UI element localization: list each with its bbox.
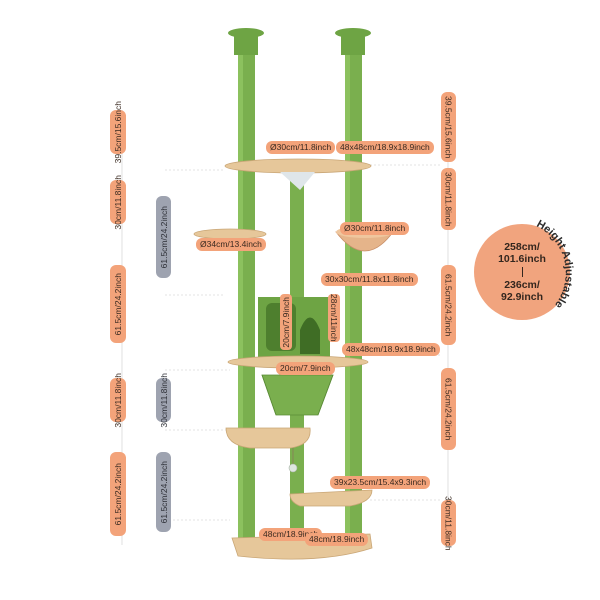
gray-61-b-text: 61.5cm/24.2inch [158,460,169,524]
svg-text:Height Adjustable: Height Adjustable [535,218,575,310]
toy-ball [288,448,298,473]
post-right [345,40,362,550]
condo-size-label: 30x30cm/11.8x11.8inch [321,273,418,286]
post-left [238,40,255,550]
left-top-gap-label: 39.5cm/15.6inch [110,101,126,163]
left-top-gap-text: 39.5cm/15.6inch [113,100,123,164]
step-label: 39x23.5cm/15.4x9.3inch [330,476,431,489]
right-61-b-label: 61.5cm/24.2inch [441,368,456,450]
height-separator [521,267,523,277]
height-min: 236cm/ [504,279,540,291]
left-30-b-text: 30cm/11.8inch [113,372,123,428]
right-30-b-text: 30cm/11.8inch [443,495,454,551]
height-adjustable-arc: Height Adjustable [535,218,575,310]
height-max-inch: 101.6inch [498,253,546,265]
top-platform [224,158,372,190]
arc-text: Height Adjustable [535,218,575,310]
cap-left [228,28,264,55]
right-top-gap-label: 39.5cm/15.6inch [441,92,456,162]
cap-right [335,28,371,55]
small-perch-label: Ø34cm/13.4inch [196,238,266,251]
left-30-a-label: 30cm/11.8inch [110,175,126,229]
left-30-a-text: 30cm/11.8inch [113,174,123,230]
mid-platform-label: 48x48cm/18.9x18.9inch [342,343,440,356]
condo-door-label: 28cm/11inch [328,294,340,342]
gray-30-b-label: 30cm/11.8inch [156,373,171,427]
top-platform-label: Ø30cm/11.8inch [266,141,336,154]
condo [258,297,330,357]
top-platform-size-label: 48x48cm/18.9x18.9inch [336,141,434,154]
right-top-gap-text: 39.5cm/15.6inch [443,95,454,159]
step-platform [289,489,373,507]
left-61-a-text: 61.5cm/24.2inch [113,272,123,336]
right-61-a-label: 61.5cm/24.2inch [441,265,456,345]
right-61-b-text: 61.5cm/24.2inch [443,377,454,441]
condo-height-label: 20cm/7.9inch [280,294,292,350]
left-61-a-label: 61.5cm/24.2inch [110,265,126,343]
left-30-b-label: 30cm/11.8inch [110,373,126,427]
gray-61-a-label: 61.5cm/24.2inch [156,196,171,278]
base-b-label: 48cm/18.9inch [305,533,369,546]
guide-lines [165,164,440,521]
height-min-inch: 92.9inch [500,291,544,303]
lower-platform [225,427,311,449]
basket-label: Ø30cm/11.8inch [340,222,410,235]
left-61-b-label: 61.5cm/24.2inch [110,452,126,536]
height-badge: 258cm/ 101.6inch 236cm/ 92.9inch [474,224,570,320]
left-61-b-text: 61.5cm/24.2inch [113,462,123,526]
gray-61-b-label: 61.5cm/24.2inch [156,452,171,532]
right-61-a-text: 61.5cm/24.2inch [443,273,454,337]
condo-height-text: 20cm/7.9inch [281,296,291,348]
hammock [261,374,334,416]
height-max: 258cm/ [504,241,540,253]
condo-door-text: 28cm/11inch [329,294,339,342]
hammock-label: 20cm/7.9inch [276,362,335,375]
right-30-a-text: 30cm/11.8inch [443,171,454,227]
gray-61-a-text: 61.5cm/24.2inch [158,205,169,269]
gray-30-b-text: 30cm/11.8inch [158,372,169,428]
right-30-b-label: 30cm/11.8inch [441,496,456,550]
right-30-a-label: 30cm/11.8inch [441,168,456,230]
